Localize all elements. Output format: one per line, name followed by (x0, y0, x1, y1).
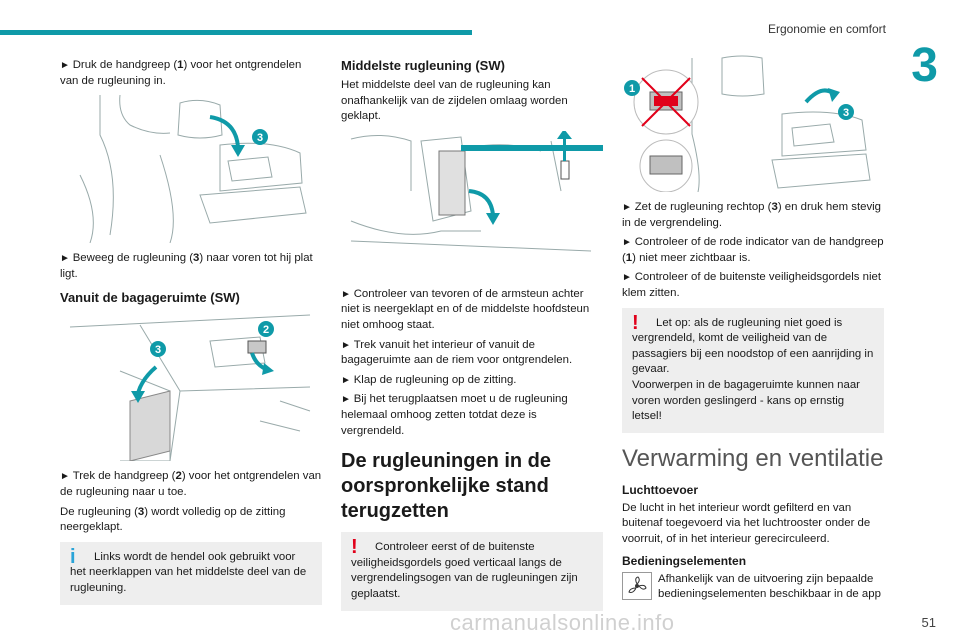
warning-note: ! Controleer eerst of de buitenste veili… (341, 532, 603, 611)
heading-middle-backrest: Middelste rugleuning (SW) (341, 58, 505, 73)
heading-heating-ventilation: Verwarming en ventilatie (622, 444, 884, 472)
step-fold-forward: Beweeg de rugleuning (3) naar voren tot … (60, 251, 322, 282)
warning-icon: ! (632, 311, 639, 334)
step-seat-folds: De rugleuning (3) wordt volledig op de z… (60, 505, 286, 534)
middle-backrest-illustration (341, 130, 603, 279)
restore-step-lock: Zet de rugleuning rechtop (3) en druk he… (622, 200, 884, 231)
warning-note-lock: ! Let op: als de rugleuning niet goed is… (622, 307, 884, 433)
middle-step-pull: Trek vanuit het interieur of vanuit de b… (341, 338, 603, 369)
heading-controls: Bedieningselementen (622, 553, 747, 568)
callout-3: 3 (155, 344, 161, 356)
chapter-number: 3 (911, 39, 938, 92)
column-2: Middelste rugleuning (SW) Het middelste … (341, 58, 603, 617)
callout-3: 3 (843, 107, 849, 119)
info-icon: i (70, 545, 76, 568)
step-unlock: Druk de handgreep (1) voor het ontgrende… (60, 58, 322, 89)
middle-step-fold: Klap de rugleuning op de zitting. (341, 373, 603, 389)
header-accent-bar (0, 30, 472, 35)
heading-from-boot: Vanuit de bagageruimte (SW) (60, 290, 240, 306)
heading-restore-backrests: De rugleuningen in de oorspronkelijke st… (341, 450, 552, 523)
column-3: 1 3 Zet de rugleuning rechtop (3) en dru… (622, 55, 884, 603)
heading-air-supply: Luchttoevoer (622, 482, 699, 497)
controls-line: Afhankelijk van de uitvoering zijn bepaa… (622, 571, 884, 603)
middle-step-check: Controleer van tevoren of de armsteun ac… (341, 287, 603, 334)
page-number: 51 (921, 615, 936, 630)
middle-step-restore: Bij het terugplaatsen moet u de rugleuni… (341, 392, 603, 439)
indicator-illustration: 1 3 (622, 54, 884, 192)
callout-2: 2 (263, 324, 269, 336)
seat-fold-illustration: 3 (60, 95, 322, 244)
column-1: Druk de handgreep (1) voor het ontgrende… (60, 58, 322, 611)
watermark: carmanualsonline.info (450, 610, 675, 635)
controls-text: Afhankelijk van de uitvoering zijn bepaa… (658, 572, 881, 601)
restore-step-belts: Controleer of de buitenste veiligheidsgo… (622, 270, 884, 301)
fan-icon (622, 571, 652, 600)
air-supply-text: De lucht in het interieur wordt gefilter… (622, 501, 871, 545)
step-pull-handle: Trek de handgreep (2) voor het ontgrende… (60, 469, 322, 500)
restore-step-indicator: Controleer of de rode indicator van de h… (622, 235, 884, 266)
callout-1: 1 (629, 83, 635, 95)
callout-3: 3 (257, 132, 263, 144)
warning-icon: ! (351, 536, 358, 559)
info-note: i Links wordt de hendel ook gebruikt voo… (60, 541, 322, 605)
boot-handle-illustration: 3 2 (60, 311, 322, 462)
section-title: Ergonomie en comfort (767, 22, 886, 36)
middle-intro: Het middelste deel van de rugleuning kan… (341, 79, 568, 123)
